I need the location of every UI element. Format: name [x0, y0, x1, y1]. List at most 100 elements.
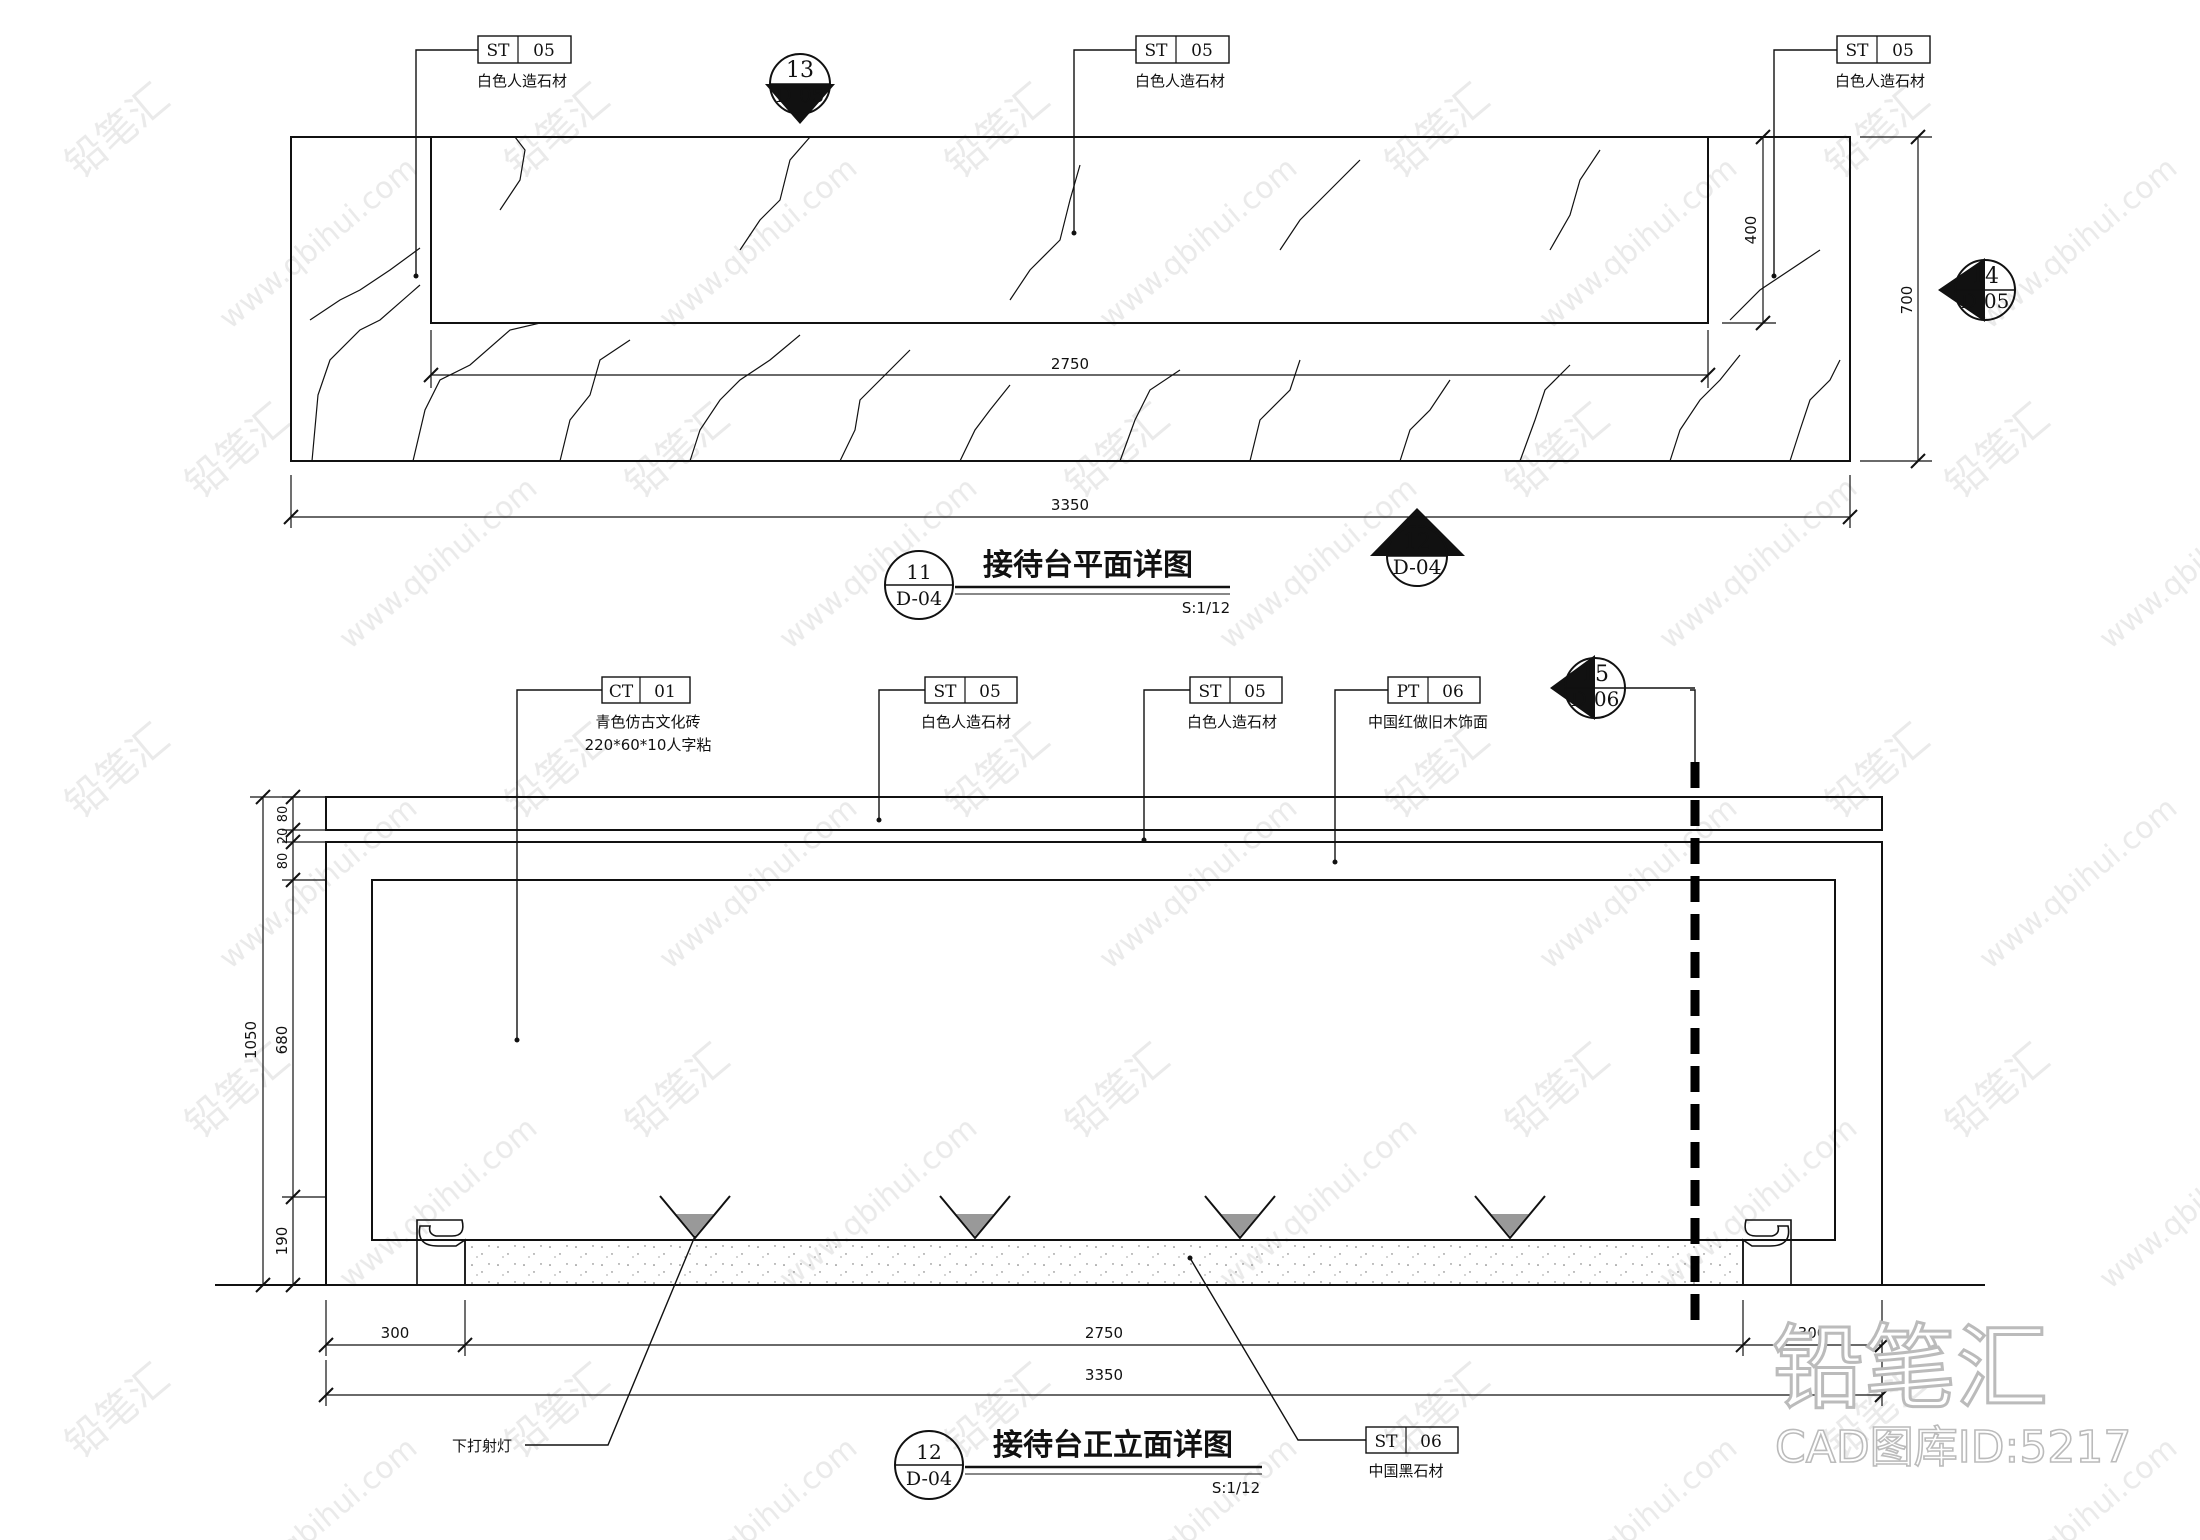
downlight: [1204, 1195, 1276, 1240]
section-marker-14: 14 D-05: [1938, 258, 2016, 322]
tag-code: ST: [487, 41, 511, 61]
dim-top-b: 20: [276, 828, 291, 845]
elev-dim-chain: [318, 1300, 1890, 1356]
dim-top-a: 80: [276, 806, 291, 823]
plan-dim-depth: [1860, 129, 1932, 469]
dim-inner-depth: 400: [1742, 216, 1760, 245]
tag-code: ST: [1145, 41, 1169, 61]
elev-foot-left: [416, 1219, 466, 1286]
title-ref: D-04: [906, 1468, 952, 1490]
section-num: 13: [786, 58, 814, 83]
plan-tag-left: ST 05 白色人造石材: [413, 35, 572, 279]
plan-dim-overall-width: [283, 475, 1858, 528]
downlight-label: 下打射灯: [452, 1437, 512, 1455]
watermark-site: www.qbihui.com: [213, 791, 425, 976]
tag-code: ST: [934, 682, 958, 702]
watermark-logo: 铅笔汇: [1937, 395, 2058, 507]
dim-inner-width: 2750: [1051, 355, 1089, 373]
watermark-site: www.qbihui.com: [1093, 151, 1305, 336]
elevation-scale: S:1/12: [1212, 1479, 1260, 1497]
watermark-logo: 铅笔汇: [1497, 1035, 1618, 1147]
watermark-logo: 铅笔汇: [1377, 75, 1498, 187]
tag-material: 白色人造石材: [1187, 713, 1277, 731]
tag-code: CT: [609, 682, 634, 702]
dim-right: 300: [1798, 1324, 1827, 1342]
elev-wood-frame: [325, 841, 1883, 1286]
tag-material: 中国黑石材: [1368, 1462, 1443, 1480]
section-num: 12: [1403, 530, 1431, 555]
elevation-title: 接待台正立面详图: [993, 1428, 1233, 1463]
watermark-site: www.qbihui.com: [1653, 471, 1865, 656]
tag-num: 05: [1191, 41, 1213, 61]
downlight: [659, 1195, 731, 1240]
elev-dim-overall: [318, 1360, 1890, 1406]
tag-num: 05: [979, 682, 1001, 702]
title-ref: D-04: [896, 588, 942, 610]
elev-tag-st05-b: ST 05 白色人造石材: [1141, 676, 1283, 843]
tag-material: 白色人造石材: [921, 713, 1011, 731]
tag-material-spec: 220*60*10人字粘: [585, 736, 712, 754]
logo-text: 铅笔汇: [1772, 1315, 2048, 1422]
watermark-logo: 铅笔汇: [57, 715, 178, 827]
watermark-logo: 铅笔汇: [57, 1355, 178, 1467]
watermark-logo: 铅笔汇: [1057, 395, 1178, 507]
tag-material: 中国红做旧木饰面: [1368, 713, 1488, 731]
plan-counter-top: [430, 136, 1709, 324]
section-marker-13: 13 D-05: [765, 53, 835, 124]
title-num: 12: [916, 1440, 941, 1464]
section-marker-12: 12 D-04: [1370, 508, 1465, 587]
section-ref: D-06: [1571, 687, 1620, 711]
elev-herringbone-panel: [371, 879, 1836, 1241]
dim-depth: 700: [1898, 286, 1916, 315]
footer-watermark: 铅笔汇 CAD图库ID:5217: [1771, 1314, 2133, 1474]
watermark-logo: 铅笔汇: [57, 75, 178, 187]
elev-tag-st05-a: ST 05 白色人造石材: [876, 676, 1018, 823]
dim-left: 300: [381, 1324, 410, 1342]
watermark-site: www.qbihui.com: [653, 1431, 865, 1540]
downlight: [939, 1195, 1011, 1240]
section-num: 15: [1581, 662, 1609, 687]
section-num: 14: [1971, 264, 1999, 289]
plan-tag-right: ST 05 白色人造石材: [1771, 35, 1931, 279]
elev-title-block: 12 D-04 接待台正立面详图 S:1/12: [894, 1428, 1262, 1500]
title-num: 11: [906, 560, 931, 584]
elev-tag-pt06: PT 06 中国红做旧木饰面: [1332, 676, 1488, 865]
watermark-logo: 铅笔汇: [1377, 715, 1498, 827]
watermark-logo: 铅笔汇: [497, 715, 618, 827]
watermark-logo: 铅笔汇: [497, 75, 618, 187]
elev-tag-st06: ST 06 中国黑石材: [1187, 1255, 1459, 1480]
tag-code: PT: [1397, 682, 1420, 702]
dim-overall: 3350: [1085, 1366, 1123, 1384]
section-ref: D-05: [1961, 289, 2010, 313]
watermark-site: www.qbihui.com: [1533, 791, 1745, 976]
watermark-site: www.qbihui.com: [2093, 1111, 2200, 1296]
watermark-site: www.qbihui.com: [1093, 791, 1305, 976]
plan-dim-inner-depth: [1722, 129, 1776, 331]
tag-material: 白色人造石材: [1835, 72, 1925, 90]
elev-top-slab: [325, 796, 1883, 831]
watermark-site: www.qbihui.com: [1533, 151, 1745, 336]
watermark-site: www.qbihui.com: [333, 471, 545, 656]
section-ref: D-04: [1393, 555, 1442, 579]
elev-downlight-note: 下打射灯: [452, 1235, 696, 1455]
elev-foot-right: [1742, 1219, 1792, 1286]
dim-base: 190: [273, 1227, 291, 1256]
plan-dim-inner-width: [423, 330, 1716, 388]
tag-code: ST: [1199, 682, 1223, 702]
elevation-view: 15 D-06 CT 01 青色仿古文化砖 220*60*10人字粘 ST 05…: [215, 655, 1985, 1500]
dim-panel: 680: [273, 1026, 291, 1055]
footer-id: CAD图库ID:5217: [1775, 1422, 2131, 1473]
watermark-logo: 铅笔汇: [1817, 75, 1938, 187]
tag-num: 01: [654, 682, 676, 702]
watermark-logo: 铅笔汇: [1817, 715, 1938, 827]
watermark-logo: 铅笔汇: [177, 395, 298, 507]
watermark-site: www.qbihui.com: [773, 471, 985, 656]
watermark-logo: 铅笔汇: [1497, 395, 1618, 507]
tag-material: 白色人造石材: [477, 72, 567, 90]
plan-view: ST 05 白色人造石材 ST 05 白色人造石材 ST 05 白色人造石材: [283, 35, 2016, 620]
watermark-logo: 铅笔汇: [617, 1035, 738, 1147]
dim-overall-width: 3350: [1051, 496, 1089, 514]
tag-code: ST: [1375, 1432, 1399, 1452]
plan-title-block: 11 D-04 接待台平面详图 S:1/12: [884, 548, 1230, 620]
